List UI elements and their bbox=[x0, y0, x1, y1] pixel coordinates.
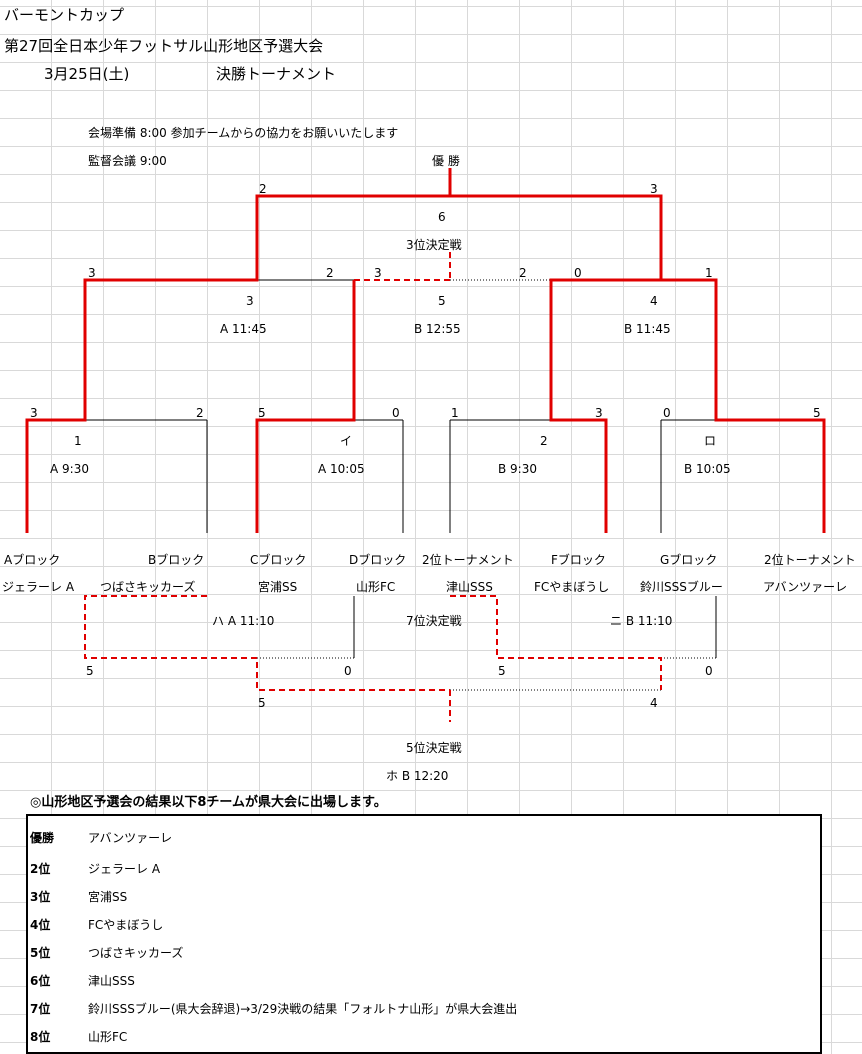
score: 5 bbox=[258, 406, 266, 420]
rank-label: 5位 bbox=[30, 946, 51, 960]
team-name: アバンツァーレ bbox=[763, 580, 848, 594]
match-time: A 11:45 bbox=[220, 322, 267, 336]
result-team: 津山SSS bbox=[88, 974, 135, 988]
match-time: A 9:30 bbox=[50, 462, 89, 476]
result-team: アバンツァーレ bbox=[88, 831, 173, 845]
block-label: 2位トーナメント bbox=[422, 553, 514, 567]
result-team: つばさキッカーズ bbox=[88, 946, 184, 960]
score: 2 bbox=[196, 406, 204, 420]
bracket-consolation-lines bbox=[84, 252, 662, 722]
block-label: Gブロック bbox=[660, 553, 718, 567]
score: 3 bbox=[30, 406, 38, 420]
score: 2 bbox=[326, 266, 334, 280]
results-table bbox=[26, 814, 822, 1054]
seventh-place-label: 7位決定戦 bbox=[406, 614, 462, 628]
match-time: B 12:55 bbox=[414, 322, 461, 336]
third-place-label: 3位決定戦 bbox=[406, 238, 462, 252]
score: 0 bbox=[663, 406, 671, 420]
score: 0 bbox=[705, 664, 713, 678]
block-label: Fブロック bbox=[551, 553, 606, 567]
match-number: 6 bbox=[438, 210, 446, 224]
match-number: 3 bbox=[246, 294, 254, 308]
rank-label: 8位 bbox=[30, 1030, 51, 1044]
match-time: ニ B 11:10 bbox=[610, 614, 673, 628]
score: 5 bbox=[813, 406, 821, 420]
rank-label: 2位 bbox=[30, 862, 51, 876]
rank-label: 6位 bbox=[30, 974, 51, 988]
block-label: Aブロック bbox=[4, 553, 61, 567]
score: 1 bbox=[451, 406, 459, 420]
score: 3 bbox=[650, 182, 658, 196]
event-name: バーモントカップ bbox=[4, 6, 125, 24]
result-team: FCやまぼうし bbox=[88, 918, 164, 932]
stage-label: 決勝トーナメント bbox=[216, 65, 337, 83]
score: 3 bbox=[595, 406, 603, 420]
results-heading: ◎山形地区予選会の結果以下8チームが県大会に出場します。 bbox=[30, 795, 387, 810]
block-label: 2位トーナメント bbox=[764, 553, 856, 567]
rank-label: 優勝 bbox=[30, 831, 55, 845]
score: 4 bbox=[650, 696, 658, 710]
team-name: ジェラーレ A bbox=[2, 580, 75, 594]
score: 5 bbox=[86, 664, 94, 678]
match-number: 2 bbox=[540, 434, 548, 448]
score: 2 bbox=[259, 182, 267, 196]
match-time: B 9:30 bbox=[498, 462, 537, 476]
result-team: 宮浦SS bbox=[88, 890, 128, 904]
score: 5 bbox=[258, 696, 266, 710]
venue-prep-note: 会場準備 8:00 参加チームからの協力をお願いいたします bbox=[88, 126, 399, 140]
managers-meeting-note: 監督会議 9:00 bbox=[88, 154, 167, 168]
event-date: 3月25日(土) bbox=[44, 65, 130, 83]
score: 5 bbox=[498, 664, 506, 678]
block-label: Dブロック bbox=[349, 553, 407, 567]
match-time: ハ A 11:10 bbox=[212, 614, 275, 628]
score: 2 bbox=[519, 266, 527, 280]
rank-label: 7位 bbox=[30, 1002, 51, 1016]
bracket-winner-lines bbox=[25, 168, 826, 533]
rank-label: 4位 bbox=[30, 918, 51, 932]
match-number: イ bbox=[340, 434, 353, 448]
match-time: B 10:05 bbox=[684, 462, 731, 476]
fifth-place-label: 5位決定戦 bbox=[406, 741, 462, 755]
score: 0 bbox=[344, 664, 352, 678]
team-name: 津山SSS bbox=[446, 580, 493, 594]
match-number: 5 bbox=[438, 294, 446, 308]
team-name: 山形FC bbox=[356, 580, 396, 594]
team-name: FCやまぼうし bbox=[534, 580, 610, 594]
match-number: 1 bbox=[74, 434, 82, 448]
score: 0 bbox=[574, 266, 582, 280]
result-team: ジェラーレ A bbox=[88, 862, 161, 876]
result-team: 山形FC bbox=[88, 1030, 128, 1044]
match-number: ロ bbox=[704, 434, 717, 448]
match-time: ホ B 12:20 bbox=[386, 769, 449, 783]
block-label: Bブロック bbox=[148, 553, 205, 567]
team-name: 宮浦SS bbox=[258, 580, 298, 594]
team-name: 鈴川SSSブルー bbox=[640, 580, 723, 594]
tournament-title: 第27回全日本少年フットサル山形地区予選大会 bbox=[4, 37, 324, 55]
result-team: 鈴川SSSブルー(県大会辞退)→3/29決戦の結果「フォルトナ山形」が県大会進出 bbox=[88, 1002, 518, 1016]
bracket-dotted-lines bbox=[257, 279, 716, 691]
champion-label: 優 勝 bbox=[432, 154, 460, 168]
team-name: つばさキッカーズ bbox=[100, 580, 196, 594]
match-number: 4 bbox=[650, 294, 658, 308]
score: 3 bbox=[374, 266, 382, 280]
score: 0 bbox=[392, 406, 400, 420]
match-time: B 11:45 bbox=[624, 322, 671, 336]
match-time: A 10:05 bbox=[318, 462, 365, 476]
score: 3 bbox=[88, 266, 96, 280]
rank-label: 3位 bbox=[30, 890, 51, 904]
score: 1 bbox=[705, 266, 713, 280]
block-label: Cブロック bbox=[250, 553, 307, 567]
